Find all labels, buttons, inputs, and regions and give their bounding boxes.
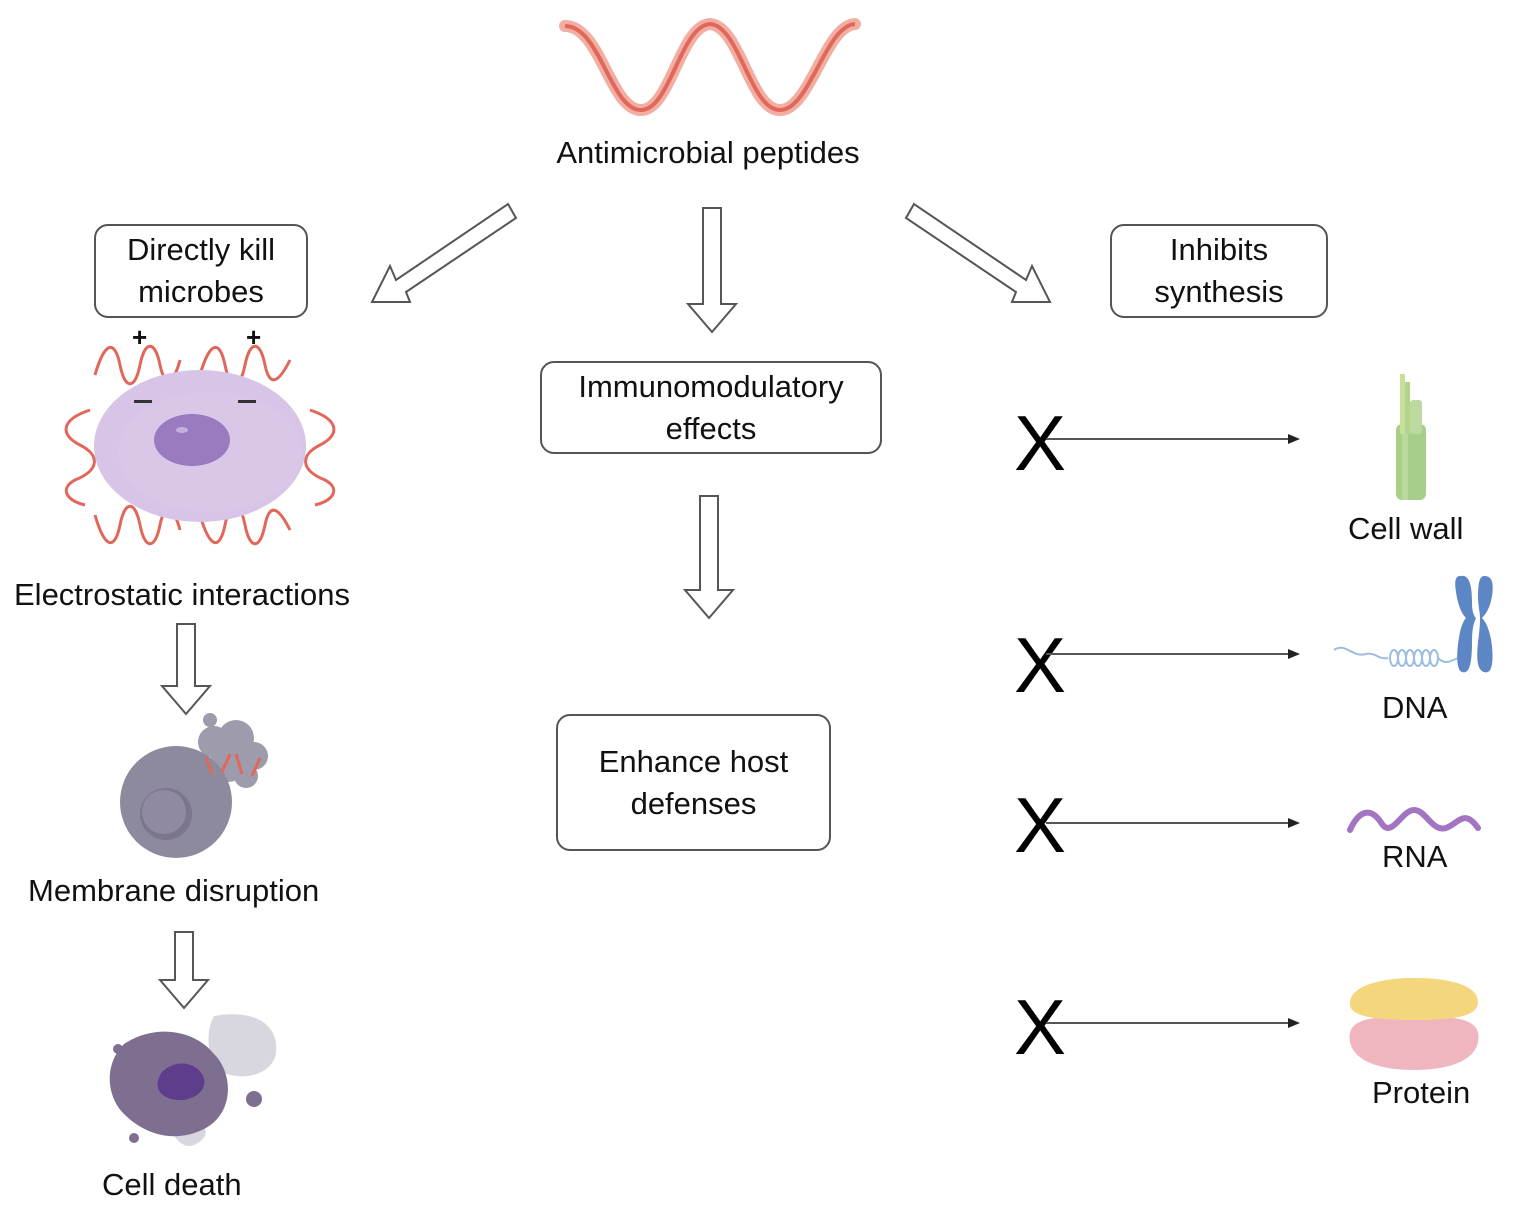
directly-kill-microbes-box: Directly kill microbes	[94, 224, 308, 318]
target-label-rna: RNA	[1382, 839, 1448, 874]
bacterial-cell-with-peptides-icon	[64, 344, 336, 546]
membrane-disruption-cell-icon	[120, 713, 268, 858]
step-cell-death: Cell death	[102, 1167, 242, 1202]
arrow-to-enhance-host-defenses	[682, 495, 736, 620]
inhibits-synthesis-box: Inhibits synthesis	[1110, 224, 1328, 318]
block-x-icon: X	[1014, 399, 1067, 487]
box-line: Immunomodulatory	[578, 368, 844, 404]
enhance-host-defenses-box: Enhance host defenses	[556, 714, 831, 851]
arrow-to-cell-death	[157, 931, 211, 1010]
cell-wall-icon	[1396, 374, 1426, 500]
charge-positive-2: +	[246, 322, 262, 352]
block-x-icon: X	[1014, 781, 1067, 869]
charge-positive-1: +	[132, 322, 148, 352]
box-line: Enhance host	[598, 743, 789, 779]
arrow-to-membrane-disruption	[159, 623, 213, 716]
box-line: microbes	[138, 274, 264, 309]
block-x-icon: X	[1014, 983, 1067, 1071]
box-line: Directly kill	[126, 232, 276, 267]
arrow-to-inhibits-synthesis	[904, 202, 1052, 303]
protein-icon	[1349, 978, 1479, 1070]
immunomodulatory-effects-box: Immunomodulatory effects	[540, 361, 882, 454]
arrow-to-direct-kill	[370, 202, 518, 303]
box-line: Inhibits	[1169, 232, 1269, 267]
block-x-icon: X	[1014, 621, 1067, 709]
dead-cell-icon	[109, 1014, 277, 1147]
box-line: effects	[665, 410, 757, 446]
inhibition-arrow	[1046, 1018, 1300, 1028]
target-label-cell-wall: Cell wall	[1348, 511, 1464, 546]
rna-icon	[1347, 806, 1481, 833]
step-electrostatic-interactions: Electrostatic interactions	[14, 577, 350, 612]
arrow-to-immunomodulatory	[685, 207, 739, 334]
step-membrane-disruption: Membrane disruption	[28, 873, 320, 908]
box-line: synthesis	[1154, 274, 1284, 309]
inhibition-arrow	[1046, 818, 1300, 828]
inhibition-arrow	[1046, 434, 1300, 444]
peptide-ribbon-icon	[559, 17, 861, 117]
title-label: Antimicrobial peptides	[556, 135, 860, 170]
target-label-dna: DNA	[1382, 690, 1448, 725]
box-line: defenses	[630, 785, 757, 821]
target-label-protein: Protein	[1372, 1075, 1471, 1110]
inhibition-arrow	[1046, 649, 1300, 659]
dna-chromosome-icon	[1333, 575, 1493, 673]
